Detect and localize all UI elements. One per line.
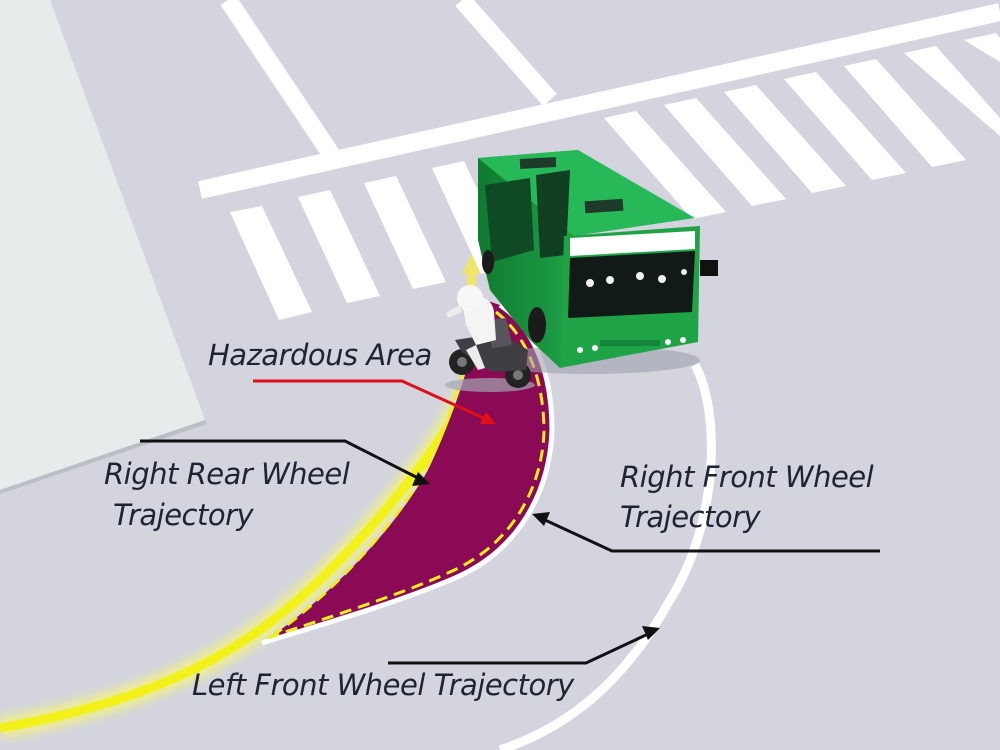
right-front-wheel-trajectory — [498, 362, 716, 750]
hazard-pointer — [253, 379, 489, 422]
sidewalk-block — [0, 0, 205, 490]
left-front-wheel-trajectory-label: Left Front Wheel Trajectory — [192, 668, 574, 702]
rear-pointer-arrowhead — [412, 472, 430, 486]
sidewalk-edge — [0, 420, 207, 494]
right-rear-trajectory-label: Trajectory — [113, 498, 254, 532]
right-rear-wheel-label: Right Rear Wheel — [104, 457, 350, 491]
bus-icon — [478, 150, 718, 374]
left-front-wheel-trajectory — [267, 310, 546, 640]
right-front-pointer-arrowhead — [532, 512, 550, 526]
motorcycle-rider-icon — [445, 285, 535, 392]
right-front-wheel-label: Right Front Wheel — [620, 460, 874, 494]
lane-markings — [198, 0, 1000, 199]
right-front-trajectory-label: Trajectory — [620, 500, 761, 534]
left-front-pointer-arrowhead — [642, 626, 660, 640]
hazard-pointer-arrowhead — [480, 412, 496, 424]
right-front-pointer — [544, 518, 880, 553]
crosswalk — [230, 33, 1000, 320]
left-front-pointer — [388, 632, 649, 665]
hazardous-area-label: Hazardous Area — [208, 338, 432, 372]
rear-pointer — [140, 439, 419, 480]
